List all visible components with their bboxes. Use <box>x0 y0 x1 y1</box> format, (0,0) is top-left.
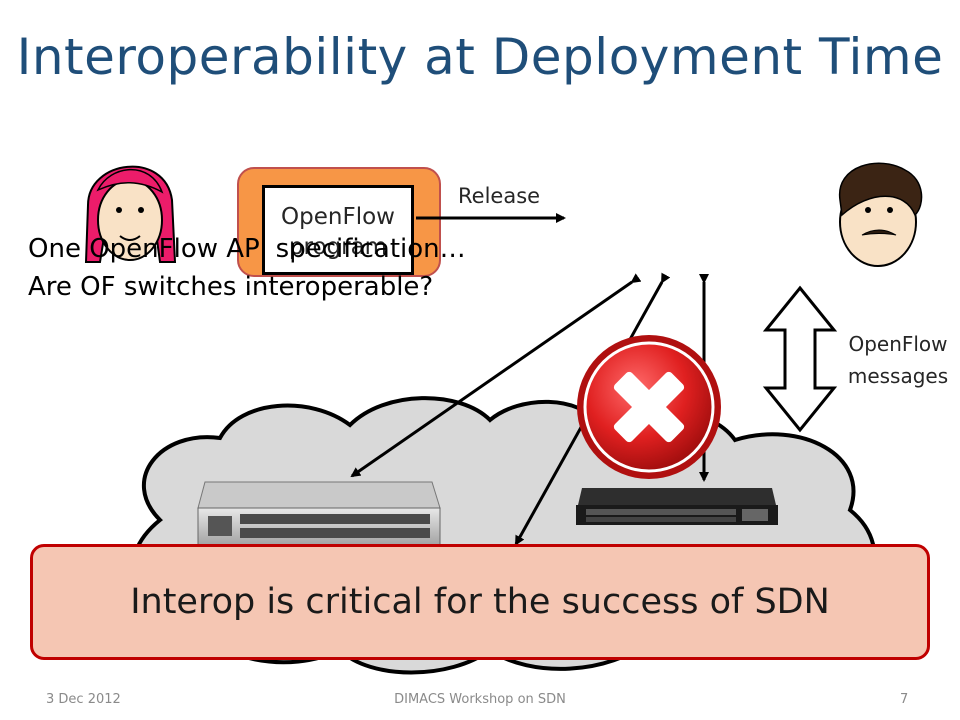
messages-arrow-icon <box>762 285 838 433</box>
openflow-program-box: OpenFlow program <box>262 185 414 275</box>
footer-event: DIMACS Workshop on SDN <box>394 692 566 707</box>
messages-line-1: OpenFlow <box>848 332 948 356</box>
messages-line-2: messages <box>847 364 949 388</box>
footer-page-number: 7 <box>900 692 909 707</box>
question-line-1: One OpenFlow API specification… <box>28 234 466 264</box>
boy-avatar-icon <box>839 162 923 267</box>
footer-date: 3 Dec 2012 <box>46 692 121 707</box>
switch-icon <box>576 488 778 525</box>
error-x-icon <box>577 335 721 479</box>
girl-avatar-icon <box>84 165 177 263</box>
program-line-1: OpenFlow <box>281 204 395 230</box>
openflow-messages-label: OpenFlow messages <box>838 328 958 392</box>
switch-icon <box>197 481 441 551</box>
program-line-2: program <box>288 234 388 260</box>
question-line-2: Are OF switches interoperable? <box>28 272 434 302</box>
interop-banner: Interop is critical for the success of S… <box>30 544 930 660</box>
release-label: Release <box>458 184 541 208</box>
slide-title: Interoperability at Deployment Time <box>16 28 944 86</box>
